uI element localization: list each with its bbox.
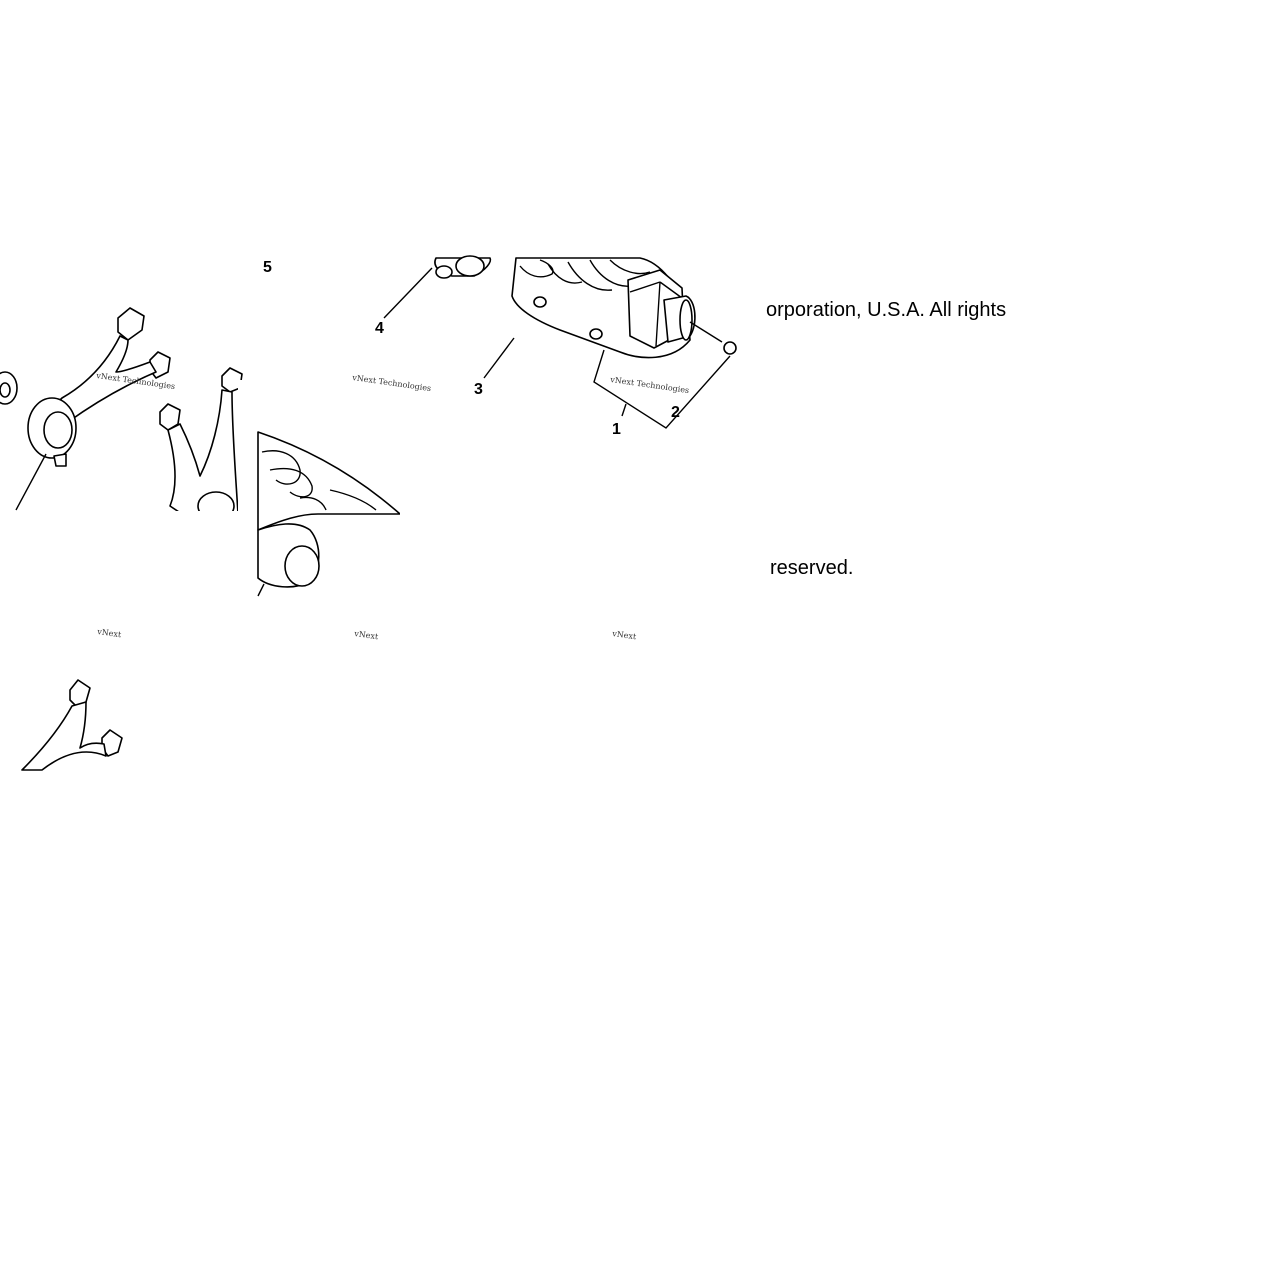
shift-drum-parts <box>257 255 515 597</box>
watermark-5: vNext <box>353 629 380 641</box>
copyright-text-line-2: reserved. <box>770 557 854 579</box>
callout-4: 4 <box>375 320 384 337</box>
watermark-3: vNext Technologies <box>609 375 690 395</box>
shift-drum-assembly <box>511 257 737 429</box>
shift-fork-group <box>0 307 257 551</box>
shift-fork-3 <box>21 679 123 771</box>
callout-3: 3 <box>474 381 483 398</box>
callout-2: 2 <box>671 404 680 421</box>
shift-fork-1 <box>15 307 171 511</box>
watermark-4: vNext <box>96 627 123 639</box>
callout-5: 5 <box>263 259 272 276</box>
watermark-6: vNext <box>611 629 638 641</box>
watermark-2: vNext Technologies <box>351 373 432 393</box>
callout-1: 1 <box>612 421 621 438</box>
shift-fork-2 <box>159 367 243 521</box>
copyright-text-line-1: orporation, U.S.A. All rights <box>766 299 1007 321</box>
